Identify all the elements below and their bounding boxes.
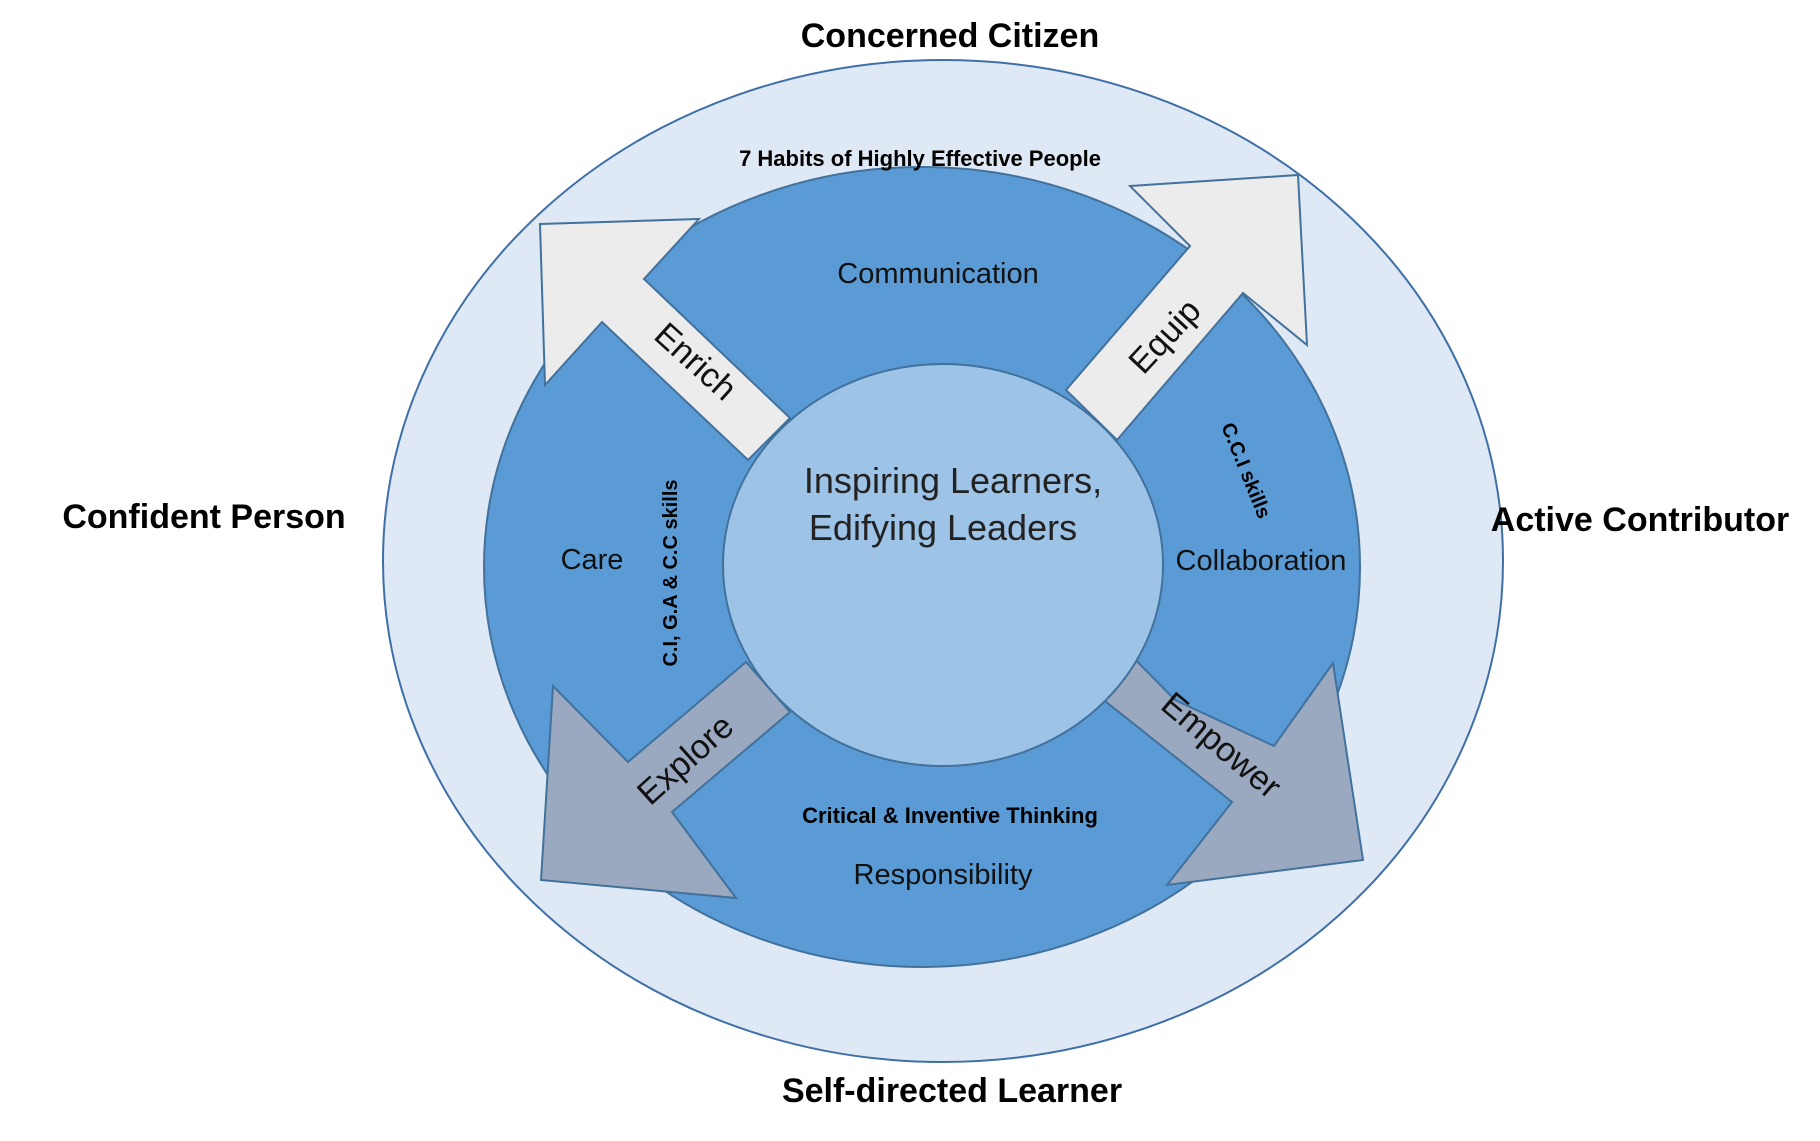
empower-arrow	[1103, 646, 1365, 887]
outcome-top-label: Concerned Citizen	[801, 17, 1099, 55]
center-title-line1: Inspiring Learners,	[804, 460, 1102, 501]
center-title-line2: Edifying Leaders	[809, 507, 1077, 548]
outcome-left-label: Confident Person	[62, 498, 345, 536]
outcome-right-label: Active Contributor	[1491, 501, 1789, 539]
value-collaboration: Collaboration	[1176, 545, 1347, 577]
ring-top-label: 7 Habits of Highly Effective People	[739, 146, 1101, 171]
enrich-arrow	[538, 217, 792, 462]
value-responsibility: Responsibility	[854, 859, 1033, 891]
outcome-bottom-label: Self-directed Learner	[782, 1072, 1122, 1110]
left-skills-label: C.I, G.A & C.C skills	[660, 479, 682, 666]
value-care: Care	[561, 544, 624, 576]
center-circle	[722, 363, 1164, 767]
equip-arrow	[1064, 173, 1309, 442]
value-communication: Communication	[837, 258, 1038, 290]
ring-bottom-label: Critical & Inventive Thinking	[802, 803, 1098, 828]
